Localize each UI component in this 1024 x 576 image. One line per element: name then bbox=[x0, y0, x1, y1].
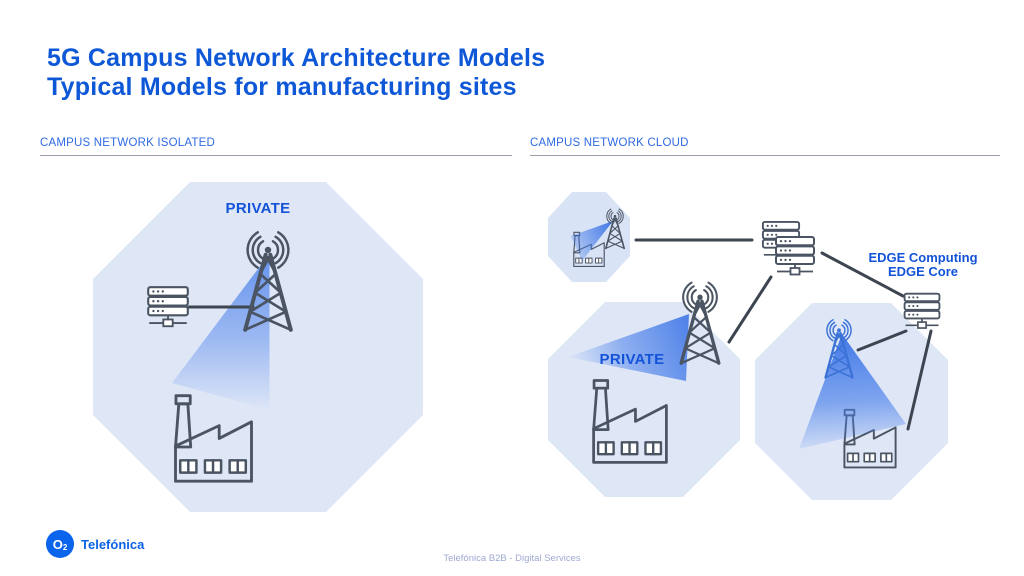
o2-logo-letter: O bbox=[52, 536, 63, 552]
section-rule-left bbox=[40, 155, 512, 156]
slide-title: 5G Campus Network Architecture Models Ty… bbox=[47, 44, 545, 103]
connection-line bbox=[856, 329, 908, 352]
slide-title-line2: Typical Models for manufacturing sites bbox=[47, 73, 517, 102]
section-header-isolated: CAMPUS NETWORK ISOLATED bbox=[40, 137, 215, 149]
section-rule-right bbox=[530, 155, 1000, 156]
edge-core-label-line2: EDGE Core bbox=[887, 264, 959, 280]
footer-caption: Telefónica B2B - Digital Services bbox=[443, 553, 581, 564]
campus-cloud-diagram bbox=[548, 192, 948, 500]
connection-line bbox=[820, 251, 905, 298]
section-header-cloud: CAMPUS NETWORK CLOUD bbox=[530, 137, 689, 149]
coverage-beam-right bbox=[799, 334, 906, 449]
campus-isolated-diagram bbox=[93, 182, 423, 512]
connection-line bbox=[727, 275, 773, 344]
private-network-label-left: PRIVATE bbox=[225, 200, 291, 217]
slide-title-line1: 5G Campus Network Architecture Models bbox=[47, 44, 546, 72]
private-network-label-right: PRIVATE bbox=[599, 351, 665, 368]
coverage-beam-middle bbox=[568, 314, 689, 381]
coverage-beam bbox=[172, 261, 270, 410]
server-rack-icon-front bbox=[775, 236, 815, 276]
brand-name: Telefónica bbox=[81, 537, 145, 552]
connection-line bbox=[906, 329, 933, 431]
edge-computing-label: EDGE Computing EDGE Core bbox=[858, 250, 988, 280]
o2-logo-subscript: 2 bbox=[62, 543, 68, 552]
edge-computing-label-line1: EDGE Computing bbox=[868, 250, 978, 265]
coverage-beam-small bbox=[571, 221, 613, 261]
